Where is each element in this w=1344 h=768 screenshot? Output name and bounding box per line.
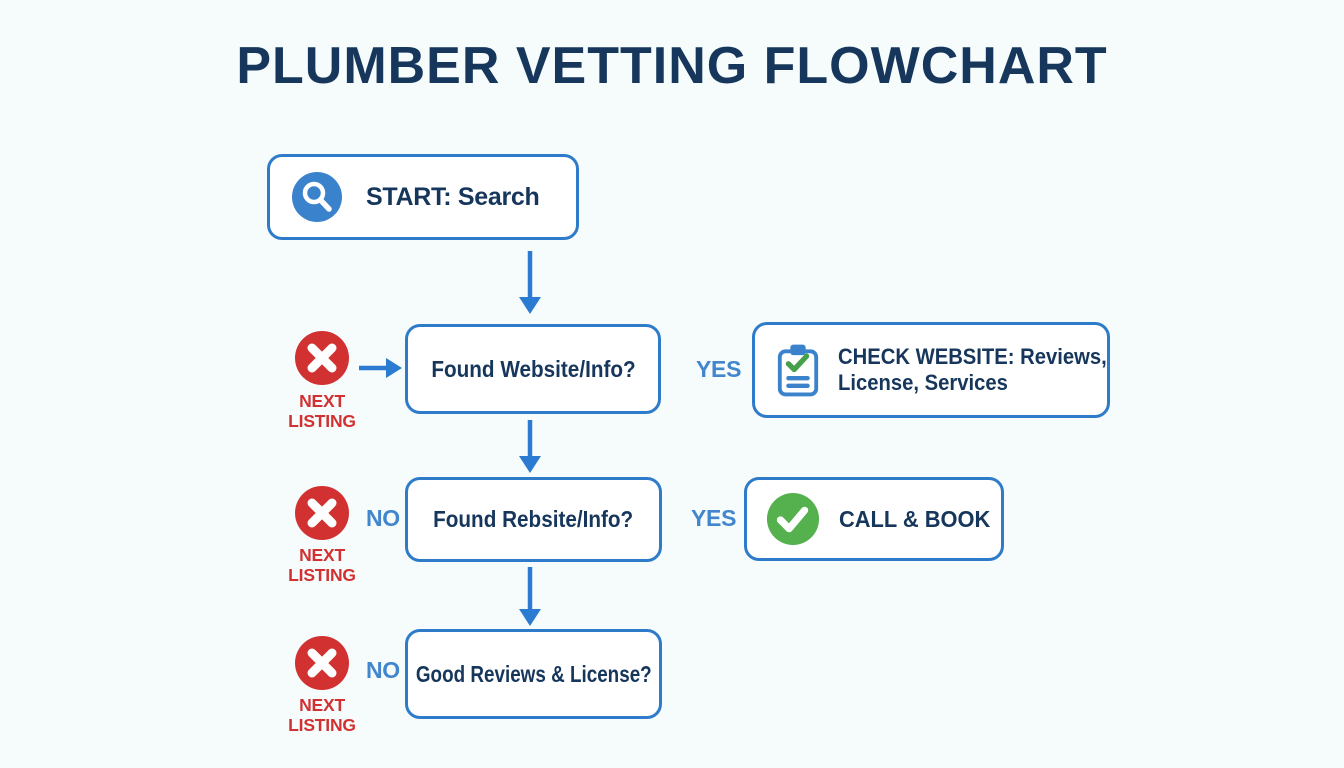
- arrow-down-icon: [519, 567, 541, 626]
- x-circle-icon: [295, 486, 349, 540]
- start-label: START: Search: [366, 182, 540, 211]
- result-node-check-website: CHECK WEBSITE: Reviews, License, Service…: [752, 322, 1110, 418]
- yes-label: YES: [691, 505, 737, 531]
- arrow-down-icon: [519, 420, 541, 473]
- question-node-found-website: Found Website/Info?: [405, 324, 661, 414]
- x-circle-icon: [295, 636, 349, 690]
- result-label: CHECK WEBSITE: Reviews, License, Service…: [838, 344, 1107, 395]
- no-label: NO: [366, 657, 400, 683]
- check-circle-icon: [766, 492, 820, 546]
- next-listing-label: NEXT LISTING: [288, 545, 356, 585]
- search-icon: [292, 172, 342, 222]
- no-label: NO: [366, 505, 400, 531]
- question-label: Good Reviews & License?: [415, 660, 652, 687]
- next-listing-label: NEXT LISTING: [288, 391, 356, 431]
- yes-label: YES: [696, 356, 742, 382]
- question-node-found-rebsite: Found Rebsite/Info?: [405, 477, 662, 562]
- arrow-down-icon: [519, 251, 541, 314]
- clipboard-check-icon: [777, 344, 819, 396]
- result-label: CALL & BOOK: [839, 505, 991, 532]
- page-title: PLUMBER VETTING FLOWCHART: [236, 37, 1108, 95]
- x-circle-icon: [295, 331, 349, 385]
- arrow-right-icon: [359, 358, 402, 378]
- question-label: Found Website/Info?: [430, 355, 636, 382]
- question-node-good-reviews: Good Reviews & License?: [405, 629, 662, 719]
- result-node-call-book: CALL & BOOK: [744, 477, 1004, 561]
- question-label: Found Rebsite/Info?: [433, 506, 634, 532]
- next-listing-label: NEXT LISTING: [288, 695, 356, 735]
- start-node: START: Search: [267, 154, 579, 240]
